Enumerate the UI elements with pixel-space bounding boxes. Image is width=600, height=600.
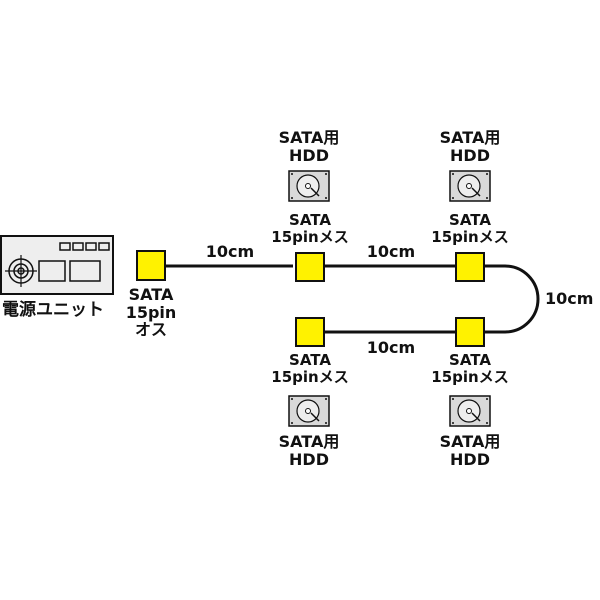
receptacle-connector-1 xyxy=(295,252,325,282)
hdd-label-4-line2: HDD xyxy=(450,449,490,469)
hdd-label-2: SATA用 HDD xyxy=(440,129,501,164)
cable-length-label-4: 10cm xyxy=(366,338,416,357)
cable-length-label-3: 10cm xyxy=(545,289,594,308)
receptacle-label-4: SATA 15pinメス xyxy=(431,352,508,385)
power-supply-label-text: 電源ユニット xyxy=(2,300,104,320)
hdd-icon-2 xyxy=(449,170,491,202)
receptacle-label-3-line1: SATA xyxy=(289,351,331,369)
receptacle-connector-3 xyxy=(295,317,325,347)
receptacle-label-3-line2: 15pinメス xyxy=(271,367,349,386)
hdd-label-4: SATA用 HDD xyxy=(440,433,501,468)
plug-label-line2: 15pin xyxy=(125,302,177,322)
hdd-label-3: SATA用 HDD xyxy=(279,433,340,468)
hdd-label-2-line2: HDD xyxy=(450,145,490,165)
receptacle-connector-4 xyxy=(455,317,485,347)
plug-connector xyxy=(136,250,166,281)
hdd-icon-4 xyxy=(449,395,491,427)
power-supply-icon xyxy=(0,235,114,295)
receptacle-label-1: SATA 15pinメス xyxy=(271,212,348,245)
hdd-icon-3 xyxy=(288,395,330,427)
hdd-label-1-line2: HDD xyxy=(289,145,329,165)
plug-label-line1: SATA xyxy=(128,285,174,304)
hdd-label-2-line1: SATA用 xyxy=(439,128,501,147)
hdd-icon-1 xyxy=(288,170,330,202)
hdd-label-3-line2: HDD xyxy=(289,449,329,469)
cable-length-label-1: 10cm xyxy=(205,242,255,261)
receptacle-label-4-line1: SATA xyxy=(449,351,491,369)
plug-label: SATA 15pin オス xyxy=(126,286,177,339)
hdd-label-1: SATA用 HDD xyxy=(279,129,340,164)
receptacle-label-1-line2: 15pinメス xyxy=(271,227,349,246)
power-supply-label: 電源ユニット xyxy=(2,301,104,320)
receptacle-connector-2 xyxy=(455,252,485,282)
cable-segment-3 xyxy=(485,264,540,334)
receptacle-label-4-line2: 15pinメス xyxy=(431,367,509,386)
cable-lines xyxy=(165,264,540,334)
hdd-label-4-line1: SATA用 xyxy=(439,432,501,451)
receptacle-label-1-line1: SATA xyxy=(289,211,331,229)
receptacle-label-2-line1: SATA xyxy=(449,211,491,229)
receptacle-label-2: SATA 15pinメス xyxy=(431,212,508,245)
hdd-label-3-line1: SATA用 xyxy=(278,432,340,451)
receptacle-label-3: SATA 15pinメス xyxy=(271,352,348,385)
cable-length-label-2: 10cm xyxy=(366,242,416,261)
receptacle-label-2-line2: 15pinメス xyxy=(431,227,509,246)
plug-label-line3: オス xyxy=(134,320,167,340)
hdd-label-1-line1: SATA用 xyxy=(278,128,340,147)
